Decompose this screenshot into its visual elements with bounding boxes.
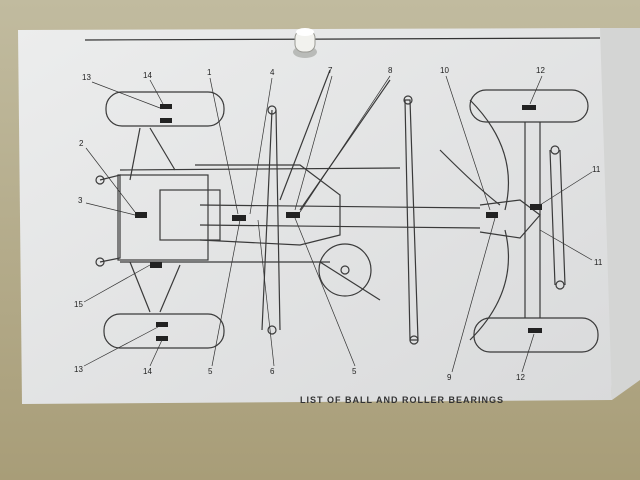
part-label: 8 xyxy=(388,66,393,75)
part-label: 13 xyxy=(82,73,91,82)
part-labels: 13 14 1 4 7 8 10 12 2 3 11 11 15 13 14 5… xyxy=(74,66,603,382)
part-label: 11 xyxy=(594,258,603,267)
top-rule xyxy=(84,37,601,41)
leader-lines xyxy=(83,75,593,373)
part-label: 10 xyxy=(440,66,449,75)
part-label: 14 xyxy=(143,71,152,80)
paper-edge xyxy=(600,28,640,400)
part-label: 7 xyxy=(328,66,333,75)
part-label: 1 xyxy=(207,68,212,77)
part-label: 2 xyxy=(79,139,84,148)
part-label: 12 xyxy=(536,66,545,75)
part-label: 5 xyxy=(208,367,213,376)
bearing-markers xyxy=(135,104,542,341)
part-label: 15 xyxy=(74,300,83,309)
part-label: 9 xyxy=(447,373,452,382)
part-label: 12 xyxy=(516,373,525,382)
part-label: 14 xyxy=(143,367,152,376)
part-label: 11 xyxy=(592,165,601,174)
engine-block xyxy=(117,174,209,261)
front-right-wheel xyxy=(103,313,225,349)
part-label: 3 xyxy=(78,196,83,205)
caption: LIST OF BALL AND ROLLER BEARINGS xyxy=(300,395,504,405)
rear-left-wheel xyxy=(469,89,589,123)
paper-sheet xyxy=(18,28,612,404)
chassis-drawing xyxy=(95,69,599,353)
part-label: 6 xyxy=(270,367,275,376)
part-label: 4 xyxy=(270,68,275,77)
front-left-wheel xyxy=(105,91,225,127)
part-label: 5 xyxy=(352,367,357,376)
part-label: 13 xyxy=(74,365,83,374)
push-pin-icon xyxy=(293,28,317,58)
